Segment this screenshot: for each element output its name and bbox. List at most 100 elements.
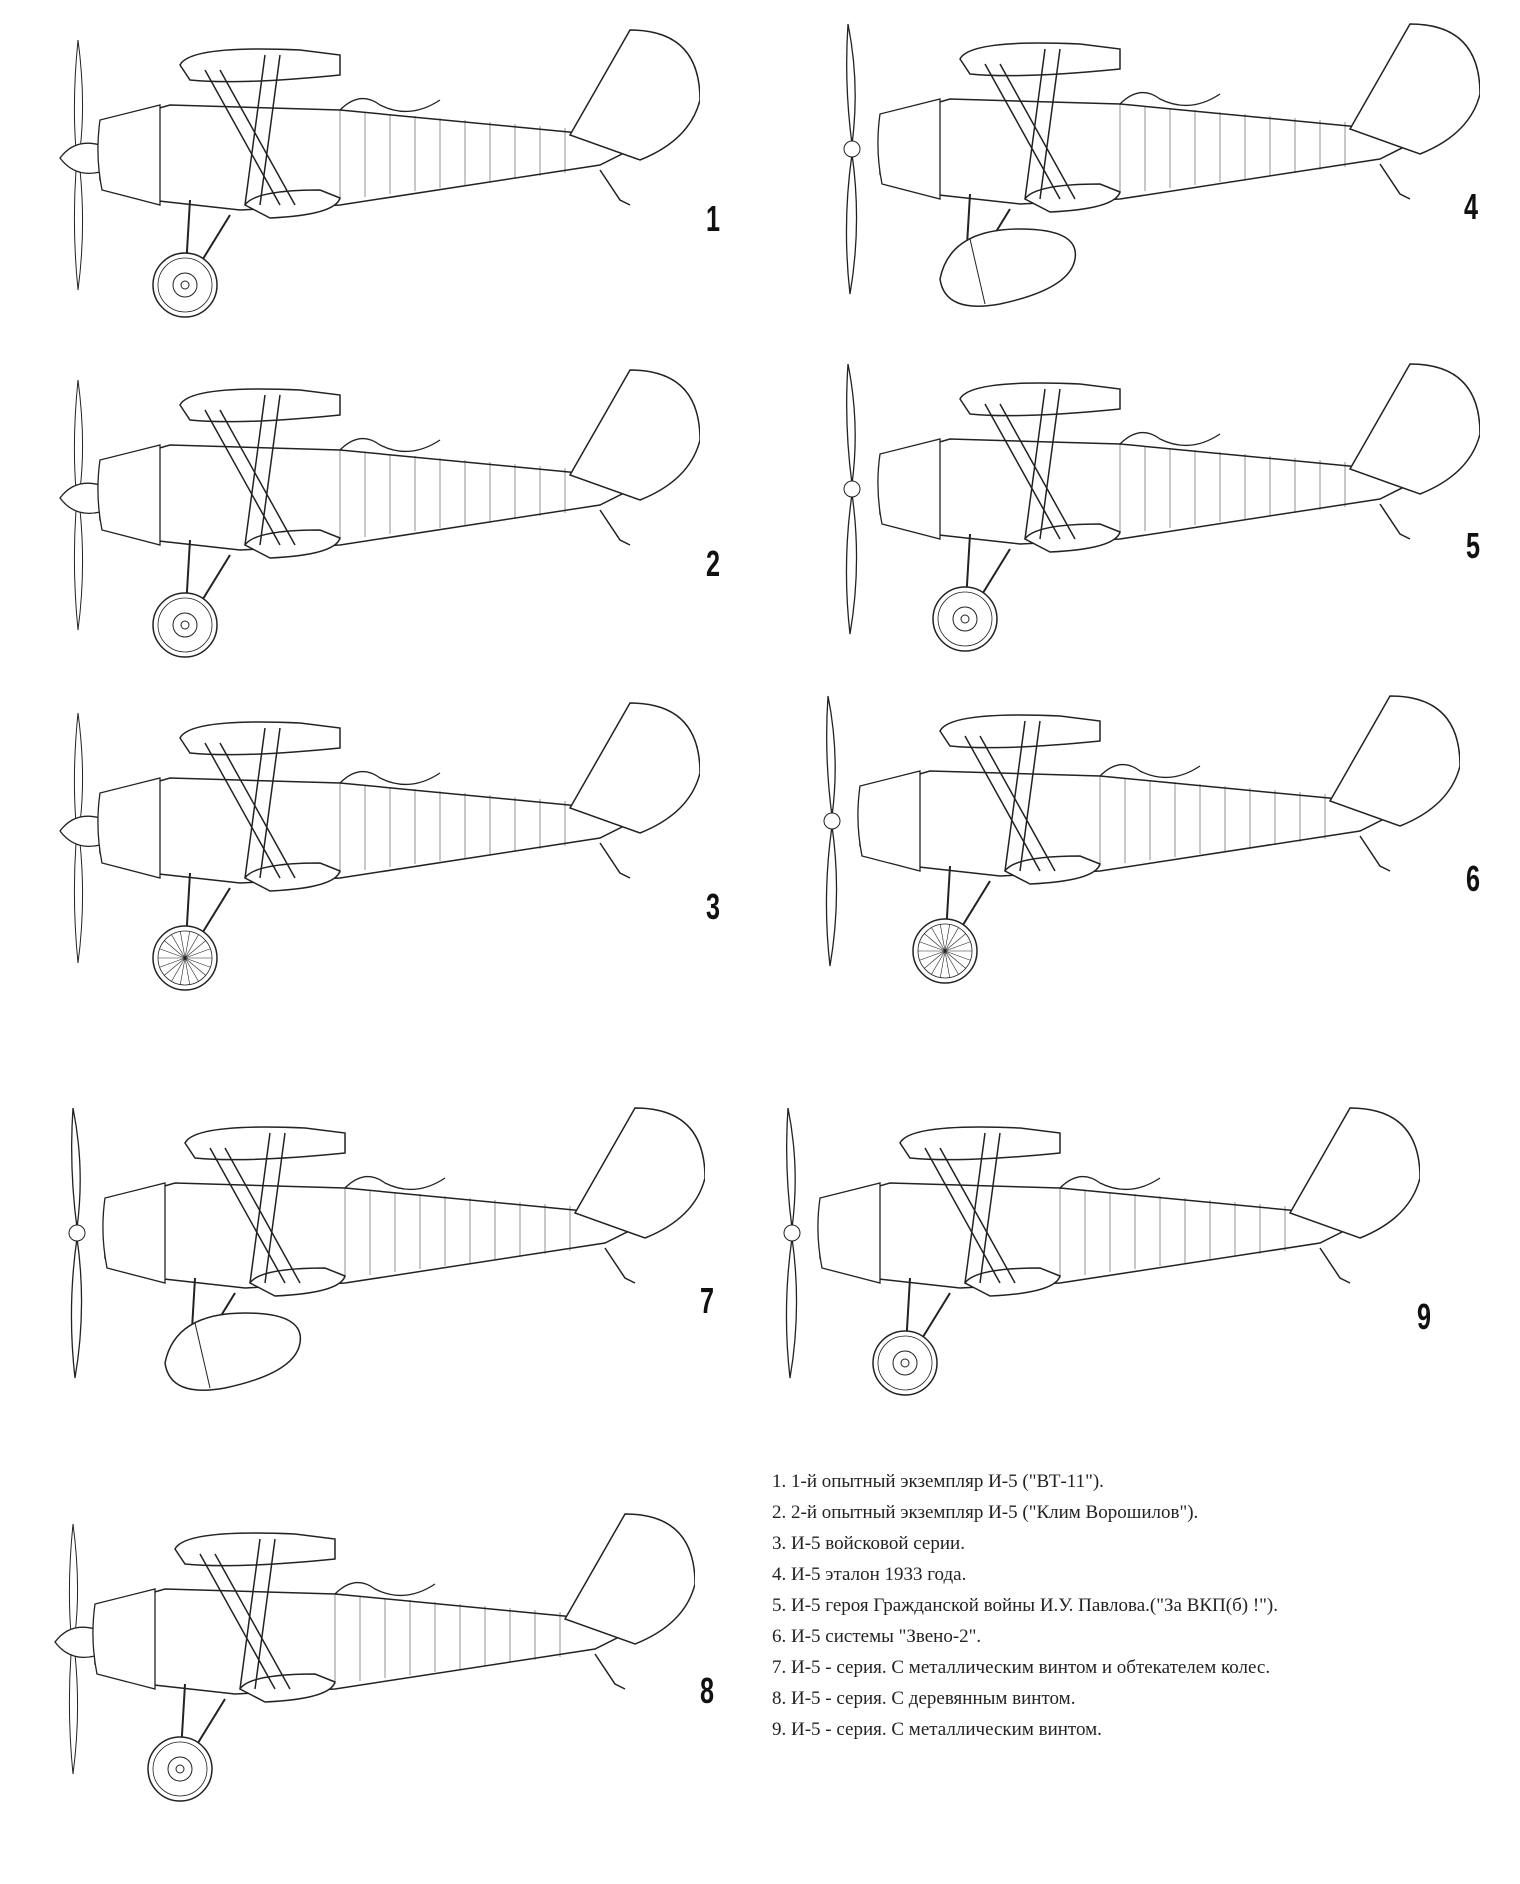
cockpit	[339, 771, 441, 786]
engine-cowling	[97, 777, 161, 879]
tail-fin	[568, 369, 701, 501]
figure-number-3: 3	[706, 886, 721, 927]
tail-fin	[568, 29, 701, 161]
caption-9: 9. И-5 - серия. С металлическим винтом.	[772, 1719, 1102, 1740]
figure-number-7: 7	[700, 1280, 715, 1321]
aircraft-drawing-7	[45, 1088, 706, 1428]
aircraft-drawing-4	[820, 4, 1481, 344]
metal-propeller	[823, 695, 841, 967]
interplane-struts	[204, 727, 296, 879]
tail-skid	[599, 169, 631, 206]
engine-cowling	[97, 444, 161, 546]
tail-fin	[1348, 23, 1481, 155]
metal-propeller	[843, 23, 861, 295]
engine-cowling	[877, 438, 941, 540]
aircraft-drawing-8	[35, 1494, 696, 1834]
figure-number-8: 8	[700, 1670, 715, 1711]
caption-5: 5. И-5 героя Гражданской войны И.У. Павл…	[772, 1595, 1278, 1616]
lower-wing	[963, 1267, 1061, 1297]
lower-wing	[248, 1267, 346, 1297]
lower-wing	[243, 189, 341, 219]
lower-wing	[238, 1673, 336, 1703]
engine-cowling	[102, 1182, 166, 1284]
aircraft-drawing-2	[40, 350, 701, 690]
tail-skid	[1359, 835, 1391, 872]
interplane-struts	[924, 1132, 1016, 1284]
lower-wing	[1023, 183, 1121, 213]
wooden-propeller	[59, 379, 101, 631]
cockpit	[1119, 432, 1221, 447]
cockpit	[1099, 764, 1201, 779]
wheel	[872, 1330, 938, 1396]
figure-captions: 1. 1-й опытный экземпляр И-5 ("ВТ-11"). …	[772, 1466, 1278, 1745]
wooden-propeller	[54, 1523, 96, 1775]
tail-skid	[1379, 503, 1411, 540]
caption-8: 8. И-5 - серия. С деревянным винтом.	[772, 1688, 1076, 1709]
caption-6: 6. И-5 системы "Звено-2".	[772, 1626, 982, 1647]
cockpit	[334, 1582, 436, 1597]
figure-number-5: 5	[1466, 525, 1481, 566]
lower-wing	[1023, 523, 1121, 553]
tail-skid	[1379, 163, 1411, 200]
upper-wing	[179, 388, 341, 423]
upper-wing	[174, 1532, 336, 1567]
lower-wing	[243, 862, 341, 892]
engine-cowling	[857, 770, 921, 872]
figure-number-4: 4	[1464, 186, 1479, 227]
interplane-struts	[964, 720, 1056, 872]
aircraft-drawing-6	[800, 676, 1461, 1016]
figure-number-9: 9	[1417, 1296, 1432, 1337]
wheel-fairing	[939, 228, 1077, 307]
aircraft-drawing-9	[760, 1088, 1421, 1428]
tail-fin	[1348, 363, 1481, 495]
caption-7: 7. И-5 - серия. С металлическим винтом и…	[772, 1657, 1271, 1678]
wheel	[152, 252, 218, 318]
engine-cowling	[92, 1588, 156, 1690]
caption-3: 3. И-5 войсковой серии.	[772, 1533, 965, 1554]
cockpit	[344, 1176, 446, 1191]
interplane-struts	[209, 1132, 301, 1284]
caption-2: 2. 2-й опытный экземпляр И-5 ("Клим Воро…	[772, 1502, 1199, 1523]
tail-skid	[604, 1247, 636, 1284]
wooden-propeller	[59, 712, 101, 964]
metal-propeller	[843, 363, 861, 635]
interplane-struts	[984, 48, 1076, 200]
metal-propeller	[68, 1107, 86, 1379]
upper-wing	[959, 382, 1121, 417]
wheel	[147, 1736, 213, 1802]
interplane-struts	[204, 54, 296, 206]
interplane-struts	[204, 394, 296, 546]
figure-number-6: 6	[1466, 858, 1481, 899]
aircraft-drawing-5	[820, 344, 1481, 684]
upper-wing	[959, 42, 1121, 77]
tail-skid	[1319, 1247, 1351, 1284]
tail-fin	[1288, 1107, 1421, 1239]
caption-4: 4. И-5 эталон 1933 года.	[772, 1564, 967, 1585]
cockpit	[339, 98, 441, 113]
cockpit	[339, 438, 441, 453]
cockpit	[1119, 92, 1221, 107]
upper-wing	[899, 1126, 1061, 1161]
tail-fin	[568, 702, 701, 834]
cockpit	[1059, 1176, 1161, 1191]
interplane-struts	[199, 1538, 291, 1690]
wheel-fairing	[164, 1312, 302, 1391]
tail-fin	[1328, 695, 1461, 827]
wooden-propeller	[59, 39, 101, 291]
tail-skid	[599, 842, 631, 879]
tail-fin	[563, 1513, 696, 1645]
lower-wing	[1003, 855, 1101, 885]
figure-number-2: 2	[706, 543, 721, 584]
metal-propeller	[783, 1107, 801, 1379]
engine-cowling	[817, 1182, 881, 1284]
tail-skid	[599, 509, 631, 546]
aircraft-drawing-3	[40, 683, 701, 1023]
upper-wing	[939, 714, 1101, 749]
wheel	[932, 586, 998, 652]
aircraft-drawing-1	[40, 10, 701, 350]
tail-skid	[594, 1653, 626, 1690]
figure-number-1: 1	[706, 198, 721, 239]
upper-wing	[179, 48, 341, 83]
wheel	[152, 925, 218, 991]
engine-cowling	[877, 98, 941, 200]
